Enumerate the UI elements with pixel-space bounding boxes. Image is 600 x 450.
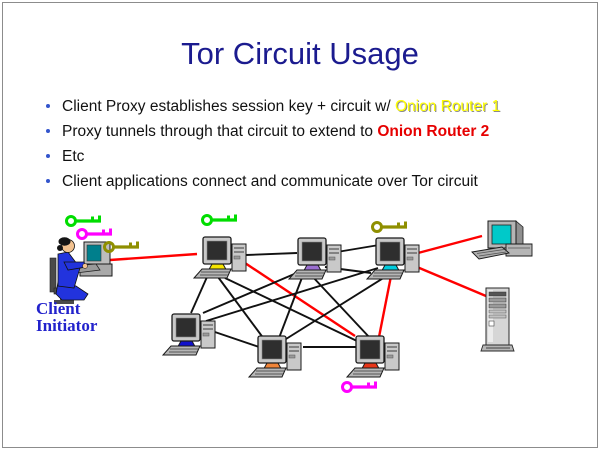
bullet-item: Etc <box>46 144 586 169</box>
red-circuit-link <box>416 265 487 298</box>
bullet-marker-icon <box>46 154 50 158</box>
bullet-list: Client Proxy establishes session key + c… <box>46 94 586 194</box>
onion-router-highlight: Onion Router 2 <box>377 123 490 140</box>
network-link <box>217 276 265 340</box>
network-link <box>245 252 298 256</box>
network-link <box>202 271 300 314</box>
network-link <box>208 329 260 348</box>
destination-server-tower <box>480 287 515 352</box>
network-link <box>285 271 394 340</box>
client-key-green-key-icon <box>65 215 101 227</box>
red-circuit-link <box>417 234 483 255</box>
onion-router-1-computer <box>192 236 247 279</box>
router-1-key-green-key-icon <box>201 214 237 226</box>
bullet-text: Client Proxy establishes session key + c… <box>62 98 501 115</box>
network-link <box>205 267 379 322</box>
red-circuit-link <box>244 262 356 337</box>
relay-red-computer <box>345 335 400 378</box>
bullet-item: Client Proxy establishes session key + c… <box>46 94 586 119</box>
network-link <box>278 274 304 339</box>
bullet-item: Client applications connect and communic… <box>46 169 586 194</box>
client-key-magenta-key-icon <box>76 228 112 240</box>
client-initiator-figure <box>49 237 113 304</box>
red-circuit-link <box>377 270 394 338</box>
bullet-marker-icon <box>46 129 50 133</box>
relay-orange-computer <box>247 335 302 378</box>
bullet-marker-icon <box>46 104 50 108</box>
client-key-olive-key-icon <box>103 241 139 253</box>
onion-router-3-computer <box>365 237 420 280</box>
relay-blue-computer <box>161 313 216 356</box>
client-initiator-label-line: Client <box>36 299 81 318</box>
bullet-text: Client applications connect and communic… <box>62 173 478 190</box>
onion-router-highlight: Onion Router 1 <box>394 98 501 115</box>
network-link <box>336 244 380 253</box>
onion-router-2-computer <box>287 237 342 280</box>
page-title: Tor Circuit Usage <box>181 36 419 71</box>
destination-workstation-computer <box>471 220 533 260</box>
bullet-text: Proxy tunnels through that circuit to ex… <box>62 123 490 140</box>
network-link <box>224 277 358 342</box>
client-initiator-label-line: Initiator <box>36 316 98 335</box>
red-circuit-link <box>109 252 198 262</box>
bullet-marker-icon <box>46 179 50 183</box>
router-3-key-olive-key-icon <box>371 221 407 233</box>
network-link <box>190 276 208 314</box>
bullet-text: Etc <box>62 148 85 165</box>
client-screen <box>86 244 102 262</box>
relay-red-key-magenta-key-icon <box>341 381 377 393</box>
bullet-item: Proxy tunnels through that circuit to ex… <box>46 119 586 144</box>
network-link <box>310 274 371 339</box>
